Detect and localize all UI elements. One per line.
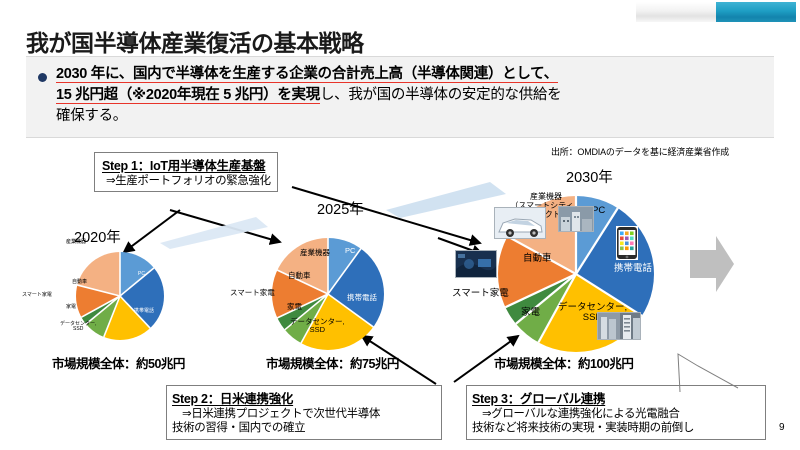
step3-body: ⇒グローバルな連携強化による光電融合 技術など将来技術の実現・実装時期の前倒し — [472, 407, 760, 436]
step3-heading: Step 3：グローバル連携 — [472, 392, 606, 406]
pie-slice-separators — [504, 196, 643, 343]
step2-heading: Step 2：日米連携強化 — [172, 392, 294, 406]
pie2020-label-datacenter: データセンター, SSD — [60, 321, 97, 333]
step2-body-line1: ⇒日米連携プロジェクトで次世代半導体 — [182, 408, 380, 420]
market-size-caption-2025: 市場規模全体：約75兆円 — [266, 357, 399, 371]
arrow-step1-to-2020 — [122, 209, 181, 254]
bullet-dot-icon — [38, 73, 47, 82]
arrow-step1-to-2030 — [291, 186, 482, 246]
step3-box[interactable]: Step 3：グローバル連携 ⇒グローバルな連携強化による光電融合 技術など将来… — [466, 385, 766, 440]
datacenter-photo — [597, 312, 641, 340]
pie2020-label-kaden: 家電 — [66, 304, 77, 310]
pie2030-label-smart-kaden: スマート家電 — [452, 288, 509, 299]
pie2025-label-smart-kaden: スマート家電 — [230, 288, 275, 297]
pie2030-label-pc: PC — [592, 205, 606, 216]
pie2030-label-datacenter: データセンター, SSD — [558, 302, 628, 323]
pie2025-label-mobile: 携帯電話 — [347, 293, 377, 302]
step3-body-line2: 技術など将来技術の実現・実装時期の前倒し — [472, 422, 694, 435]
key-message-line3: 確保する。 — [56, 108, 127, 125]
pie2025-label-datacenter: データセンター, SSD — [290, 317, 345, 334]
year-label-2020: 2020年 — [74, 230, 121, 246]
key-message-line2-emph: 15 兆円超（※2020年現在 5 兆円）を実現 — [56, 87, 320, 105]
pie-chart-2025 — [272, 238, 384, 350]
pie2020-label-auto: 自動車 — [72, 279, 88, 285]
page-title: 我が国半導体産業復活の基本戦略 — [26, 30, 364, 56]
smart-factory-photo — [558, 206, 594, 232]
source-note: 出所：OMDIAのデータを基に経済産業省作成 — [551, 147, 730, 157]
step2-body-line2: 技術の習得・国内での確立 — [172, 422, 306, 435]
pie2025-label-industrial: 産業機器 — [300, 248, 330, 257]
arrow-step2-to-2025 — [360, 334, 437, 385]
step1-body: ⇒生産ポートフォリオの緊急強化 — [106, 175, 271, 187]
key-message-line2-rest: し、我が国の半導体の安定的な供給を — [319, 87, 562, 104]
step3-body-line1: ⇒グローバルな連携強化による光電融合 — [482, 408, 680, 420]
forward-arrow-icon — [690, 236, 734, 292]
year-label-2030: 2030年 — [566, 170, 613, 186]
step2-box[interactable]: Step 2：日米連携強化 ⇒日米連携プロジェクトで次世代半導体 技術の習得・国… — [166, 385, 442, 440]
pie2030-label-auto: 自動車 — [523, 253, 552, 264]
pie2020-label-industrial: 産業機器 — [66, 239, 87, 245]
car-photo — [494, 207, 546, 239]
step2-body: ⇒日米連携プロジェクトで次世代半導体 技術の習得・国内での確立 — [172, 407, 436, 436]
pie2030-label-mobile: 携帯電話 — [614, 263, 653, 274]
page-number: 9 — [779, 422, 785, 433]
pie-slice-separators — [276, 238, 374, 344]
pie2020-label-pc: PC — [138, 271, 145, 277]
pie2025-label-pc: PC — [345, 246, 356, 255]
market-size-caption-2020: 市場規模全体：約50兆円 — [52, 357, 185, 371]
step1-box[interactable]: Step 1：IoT用半導体生産基盤 ⇒生産ポートフォリオの緊急強化 — [94, 152, 278, 193]
header-accent-light — [636, 2, 716, 22]
pie2030-label-kaden: 家電 — [521, 307, 541, 318]
market-size-caption-2030: 市場規模全体：約100兆円 — [494, 357, 634, 371]
pie-chart-2020 — [76, 252, 164, 340]
growth-arrow-1 — [160, 217, 268, 249]
arrow-step3-to-2030 — [453, 334, 520, 383]
pie2025-label-kaden: 家電 — [287, 302, 302, 311]
key-message-box: 2030 年に、国内で半導体を生産する企業の合計売上高（半導体関連）として、 1… — [26, 56, 774, 138]
car-interior-photo — [455, 250, 497, 278]
growth-arrow-2 — [386, 182, 506, 218]
pie2020-label-smart-kaden: スマート家電 — [22, 292, 52, 298]
header-accent-blue — [716, 2, 796, 22]
pie2020-label-mobile: 携帯電話 — [134, 308, 155, 314]
key-message-text: 2030 年に、国内で半導体を生産する企業の合計売上高（半導体関連）として、 1… — [56, 64, 764, 127]
smartphone-icon — [616, 226, 638, 260]
step1-heading: Step 1：IoT用半導体生産基盤 — [102, 159, 266, 173]
pie2025-label-auto: 自動車 — [288, 271, 311, 280]
key-message-line1: 2030 年に、国内で半導体を生産する企業の合計売上高（半導体関連）として、 — [56, 66, 558, 83]
year-label-2025: 2025年 — [317, 202, 364, 218]
pie-slice-separators — [77, 252, 155, 338]
step3-callout-leader — [677, 353, 739, 393]
